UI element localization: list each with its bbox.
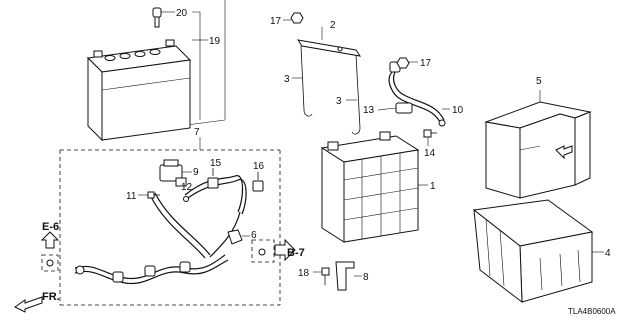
callout-16: 16 [253,161,265,172]
callout-11: 11 [126,191,137,202]
callout-10: 10 [452,105,464,116]
bolt-11[interactable] [147,191,160,199]
battery-hold-down-stay[interactable] [296,39,362,57]
battery-cable-harness[interactable] [74,175,247,285]
terminal-6[interactable] [227,229,243,245]
callout-3-left: 3 [284,74,290,85]
callout-15: 15 [210,158,222,169]
callout-17-top: 17 [270,16,282,27]
nut-17a[interactable] [290,12,304,24]
bracket-8[interactable] [335,261,355,291]
clip-12[interactable] [183,196,189,202]
battery-box-cover[interactable] [484,101,592,199]
battery-top-left[interactable] [86,0,226,142]
front-arrow [14,296,43,313]
callout-2: 2 [330,20,336,31]
bolt-18[interactable] [321,267,330,285]
callout-17-right: 17 [420,58,432,69]
callout-14: 14 [424,148,436,159]
ref-b7-group [251,238,296,263]
ref-e6-group [40,231,60,272]
rod-3-left[interactable] [300,45,313,117]
callout-18: 18 [298,268,310,279]
callout-13: 13 [363,105,375,116]
battery-vent-cap[interactable] [152,7,162,28]
clip-16[interactable] [252,172,264,192]
callout-7: 7 [194,127,200,138]
callout-9: 9 [193,167,199,178]
callout-1: 1 [430,181,436,192]
front-label: FR. [42,291,60,303]
cable-assembly-frame [59,137,281,306]
ground-cable-10[interactable] [388,61,446,127]
diagram-code: TLA4B0600A [568,307,616,316]
callout-3-right: 3 [336,96,342,107]
callout-5: 5 [536,76,542,87]
ref-e6[interactable]: E-6 [42,221,59,233]
battery-tray[interactable] [472,199,594,304]
callout-19: 19 [209,36,221,47]
bolt-14[interactable] [423,129,437,138]
nut-17b[interactable] [396,57,410,69]
callout-4: 4 [605,248,611,259]
main-battery[interactable] [320,131,420,243]
clip-15[interactable] [207,168,219,189]
callout-8: 8 [363,272,369,283]
rod-3-right[interactable] [351,54,361,135]
callout-20: 20 [176,8,188,19]
callout-6: 6 [251,230,257,241]
fuse-box[interactable] [159,159,187,187]
ref-b7[interactable]: B-7 [287,247,305,259]
callout-12: 12 [181,182,193,193]
